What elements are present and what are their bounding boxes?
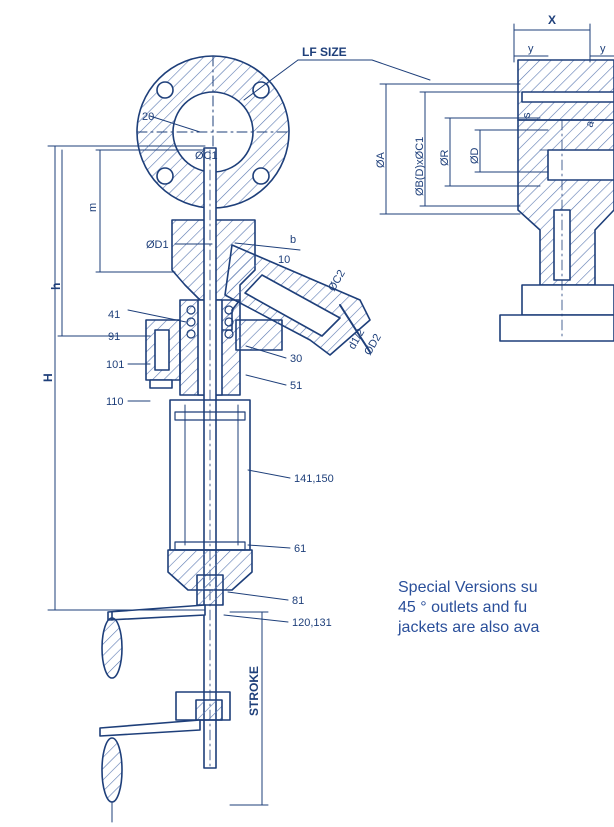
label-s: s — [521, 112, 533, 118]
label-phi-c2: ØC2 — [326, 268, 348, 294]
label-item-101: 101 — [106, 359, 124, 371]
label-item-41: 41 — [108, 309, 120, 321]
dimension-lines — [47, 59, 431, 806]
note-line-1: Special Versions su — [398, 579, 538, 596]
label-item-120-131: 120,131 — [292, 617, 332, 629]
label-stroke: STROKE — [247, 666, 261, 716]
label-h-small: h — [49, 283, 63, 290]
special-versions-note: Special Versions su 45 ° outlets and fu … — [398, 578, 614, 638]
bolt-hole — [156, 167, 174, 185]
label-a: a — [584, 118, 598, 129]
outlet-detail-section — [499, 59, 614, 342]
bolt-hole — [156, 81, 174, 99]
note-line-2: 45 ° outlets and fu — [398, 599, 528, 616]
label-item-30: 30 — [290, 353, 302, 365]
label-m: m — [87, 203, 99, 212]
label-item-110: 110 — [106, 396, 124, 408]
handle-lever — [107, 604, 206, 621]
label-y-right: y — [600, 43, 606, 55]
label-phi-r: ØR — [439, 149, 451, 166]
label-phi-d1: ØD1 — [146, 239, 169, 251]
label-item-51: 51 — [290, 380, 302, 392]
label-b: b — [290, 234, 296, 246]
label-phi-b: ØB(D)xØC1 — [414, 137, 426, 196]
label-y-left: y — [528, 43, 534, 55]
bolt-hole — [252, 81, 270, 99]
label-phi-a: ØA — [375, 151, 387, 168]
label-phi-d: ØD — [469, 147, 481, 164]
label-h-big: H — [41, 373, 55, 382]
label-item-10: 10 — [278, 254, 290, 266]
detail-dimension-lines — [379, 23, 614, 215]
label-item-81: 81 — [292, 595, 304, 607]
label-lf-size: LF SIZE — [302, 45, 347, 59]
label-phi-c1: ØC1 — [195, 150, 218, 162]
note-line-3: jackets are also ava — [398, 619, 540, 636]
label-item-20: 20 — [142, 111, 154, 123]
label-item-141-150: 141,150 — [294, 473, 334, 485]
handle-grip — [101, 617, 123, 679]
label-x: X — [548, 13, 556, 27]
bolt-hole — [252, 167, 270, 185]
label-item-91: 91 — [108, 331, 120, 343]
bottom-cap — [167, 549, 253, 591]
label-item-61: 61 — [294, 543, 306, 555]
main-valve-section — [99, 55, 371, 823]
yoke-flange — [235, 319, 283, 351]
